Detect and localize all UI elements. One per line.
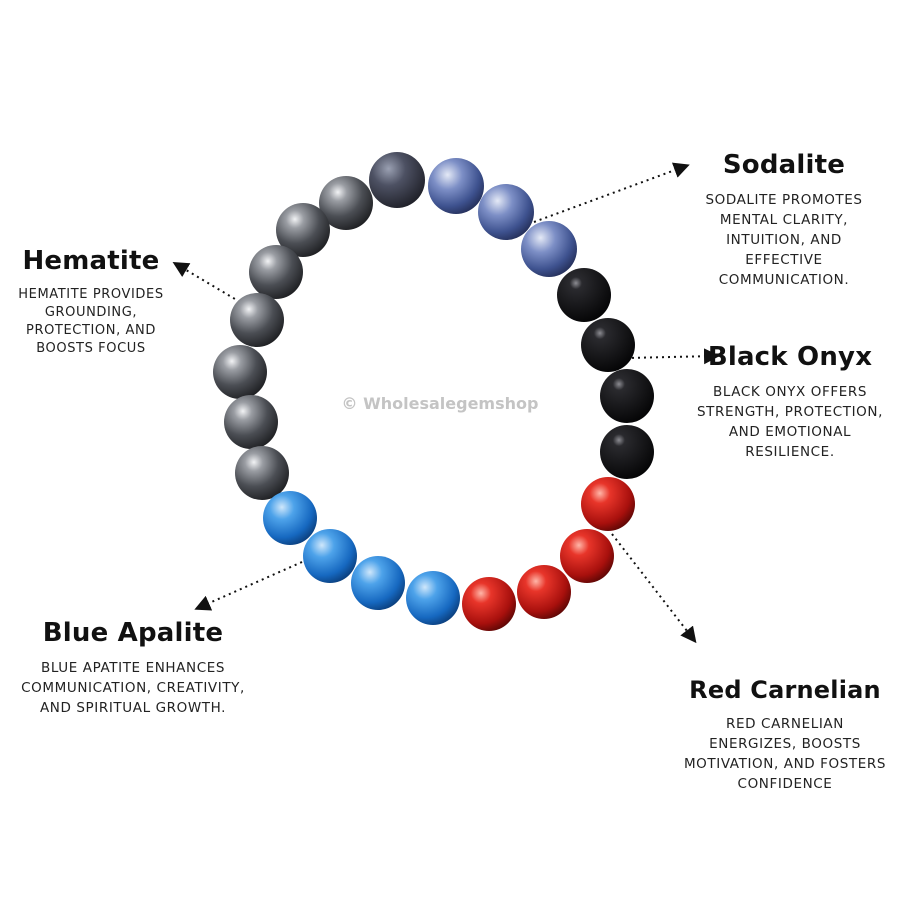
blue-apatite-bead: [303, 529, 357, 583]
hematite-description: HEMATITE PROVIDES GROUNDING, PROTECTION,…: [18, 287, 164, 356]
blue-apatite-bead: [351, 556, 405, 610]
blue-apatite-bead: [406, 571, 460, 625]
red-carnelian-title: Red Carnelian: [689, 676, 881, 704]
red-carnelian-bead: [560, 529, 614, 583]
hematite-label: Hematite HEMATITE PROVIDES GROUNDING, PR…: [0, 246, 182, 358]
red-carnelian-description: RED CARNELIAN ENERGIZES, BOOSTS MOTIVATI…: [683, 716, 887, 792]
red-carnelian-label: Red Carnelian RED CARNELIAN ENERGIZES, B…: [680, 676, 890, 794]
hematite-bead: [276, 203, 330, 257]
black-onyx-label: Black Onyx BLACK ONYX OFFERS STRENGTH, P…: [690, 342, 890, 462]
blue-apatite-label: Blue Apalite BLUE APATITE ENHANCES COMMU…: [18, 618, 248, 718]
red-carnelian-bead: [581, 477, 635, 531]
sodalite-bead: [478, 184, 534, 240]
hematite-bead: [230, 293, 284, 347]
black-onyx-bead: [600, 425, 654, 479]
black-onyx-title: Black Onyx: [707, 342, 873, 372]
sodalite-description: SODALITE PROMOTES MENTAL CLARITY, INTUIT…: [705, 192, 863, 288]
black-onyx-description: BLACK ONYX OFFERS STRENGTH, PROTECTION, …: [697, 384, 883, 460]
hematite-bead: [319, 176, 373, 230]
sodalite-label: Sodalite SODALITE PROMOTES MENTAL CLARIT…: [686, 150, 882, 290]
blue-apatite-description: BLUE APATITE ENHANCES COMMUNICATION, CRE…: [21, 660, 245, 716]
sodalite-bead: [428, 158, 484, 214]
blue-apatite-connector: [194, 561, 303, 611]
sodalite-bead: [369, 152, 425, 208]
hematite-bead: [213, 345, 267, 399]
red-carnelian-bead: [462, 577, 516, 631]
red-carnelian-connector: [611, 533, 697, 644]
watermark: © Wholesalegemshop: [341, 394, 539, 413]
black-onyx-bead: [557, 268, 611, 322]
hematite-connector: [172, 261, 241, 303]
sodalite-bead: [521, 221, 577, 277]
sodalite-connector: [533, 162, 690, 223]
blue-apatite-bead: [263, 491, 317, 545]
black-onyx-bead: [600, 369, 654, 423]
bracelet-beads: [213, 152, 654, 631]
blue-apatite-title: Blue Apalite: [42, 618, 224, 648]
hematite-bead: [249, 245, 303, 299]
hematite-bead: [224, 395, 278, 449]
connector-lines: [172, 162, 720, 644]
hematite-title: Hematite: [22, 246, 160, 276]
black-onyx-bead: [581, 318, 635, 372]
sodalite-title: Sodalite: [722, 150, 846, 180]
red-carnelian-bead: [517, 565, 571, 619]
hematite-bead: [235, 446, 289, 500]
